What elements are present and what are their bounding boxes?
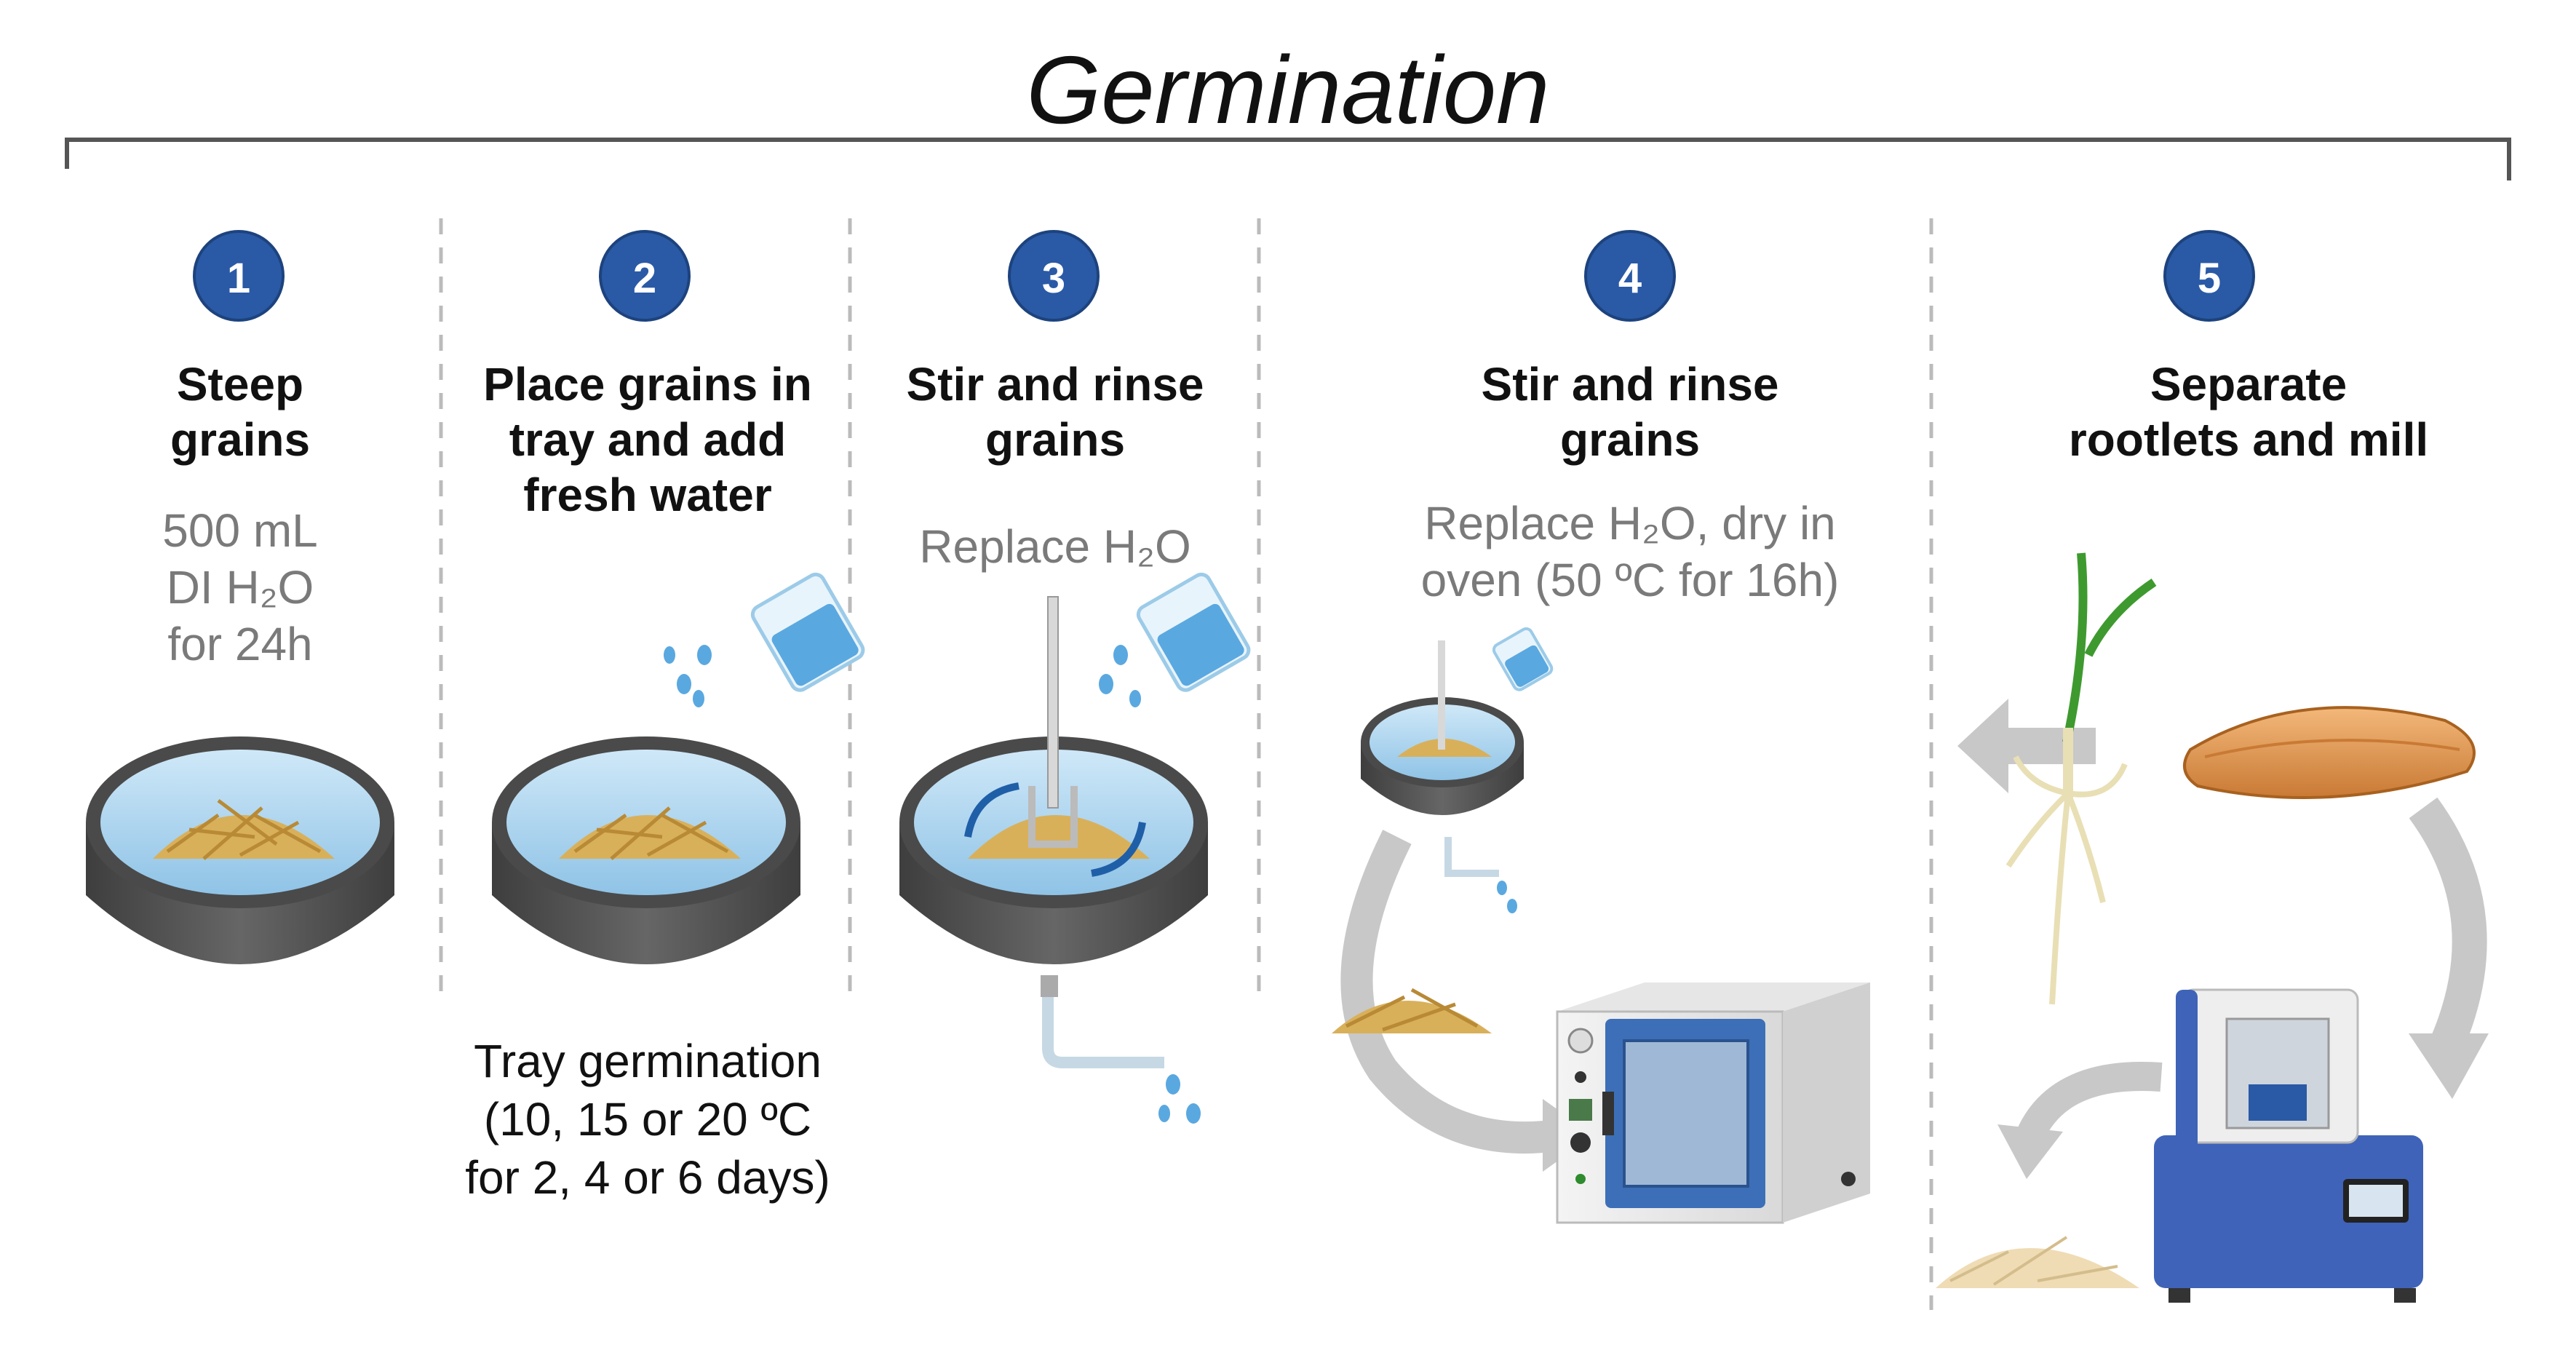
title-bracket [65,138,2511,180]
mill-machine-icon [2154,988,2423,1303]
step4-number-badge: 4 [1584,230,1676,322]
step5-left-arrow [1957,699,2096,793]
diagram-title: Germination [1026,36,1550,143]
step2-beaker-icon [664,572,865,707]
step3-note: Replace H₂O [919,520,1191,573]
oven-icon [1556,982,1870,1224]
grain-seed-icon [2183,706,2476,799]
step1-number-badge: 1 [193,230,285,322]
step5-curved-arrow-to-flour [1997,1062,2163,1179]
step4-dried-grains [1332,988,1492,1033]
milled-flour-icon [1936,1236,2139,1288]
germinated-plant-icon [2005,552,2157,1005]
step5-curved-arrow-to-mill [2409,797,2489,1099]
step4-dish-illustration [1361,627,1554,913]
step3-number-badge: 3 [1008,230,1100,322]
step3-dish-illustration [899,596,1208,1124]
step5-number-badge: 5 [2163,230,2255,322]
step-separators [439,218,1933,1310]
step1-dish-illustration [86,736,394,964]
step2-number-badge: 2 [599,230,691,322]
step3-beaker-icon [1099,572,1251,707]
step2-dish-illustration [492,736,800,964]
